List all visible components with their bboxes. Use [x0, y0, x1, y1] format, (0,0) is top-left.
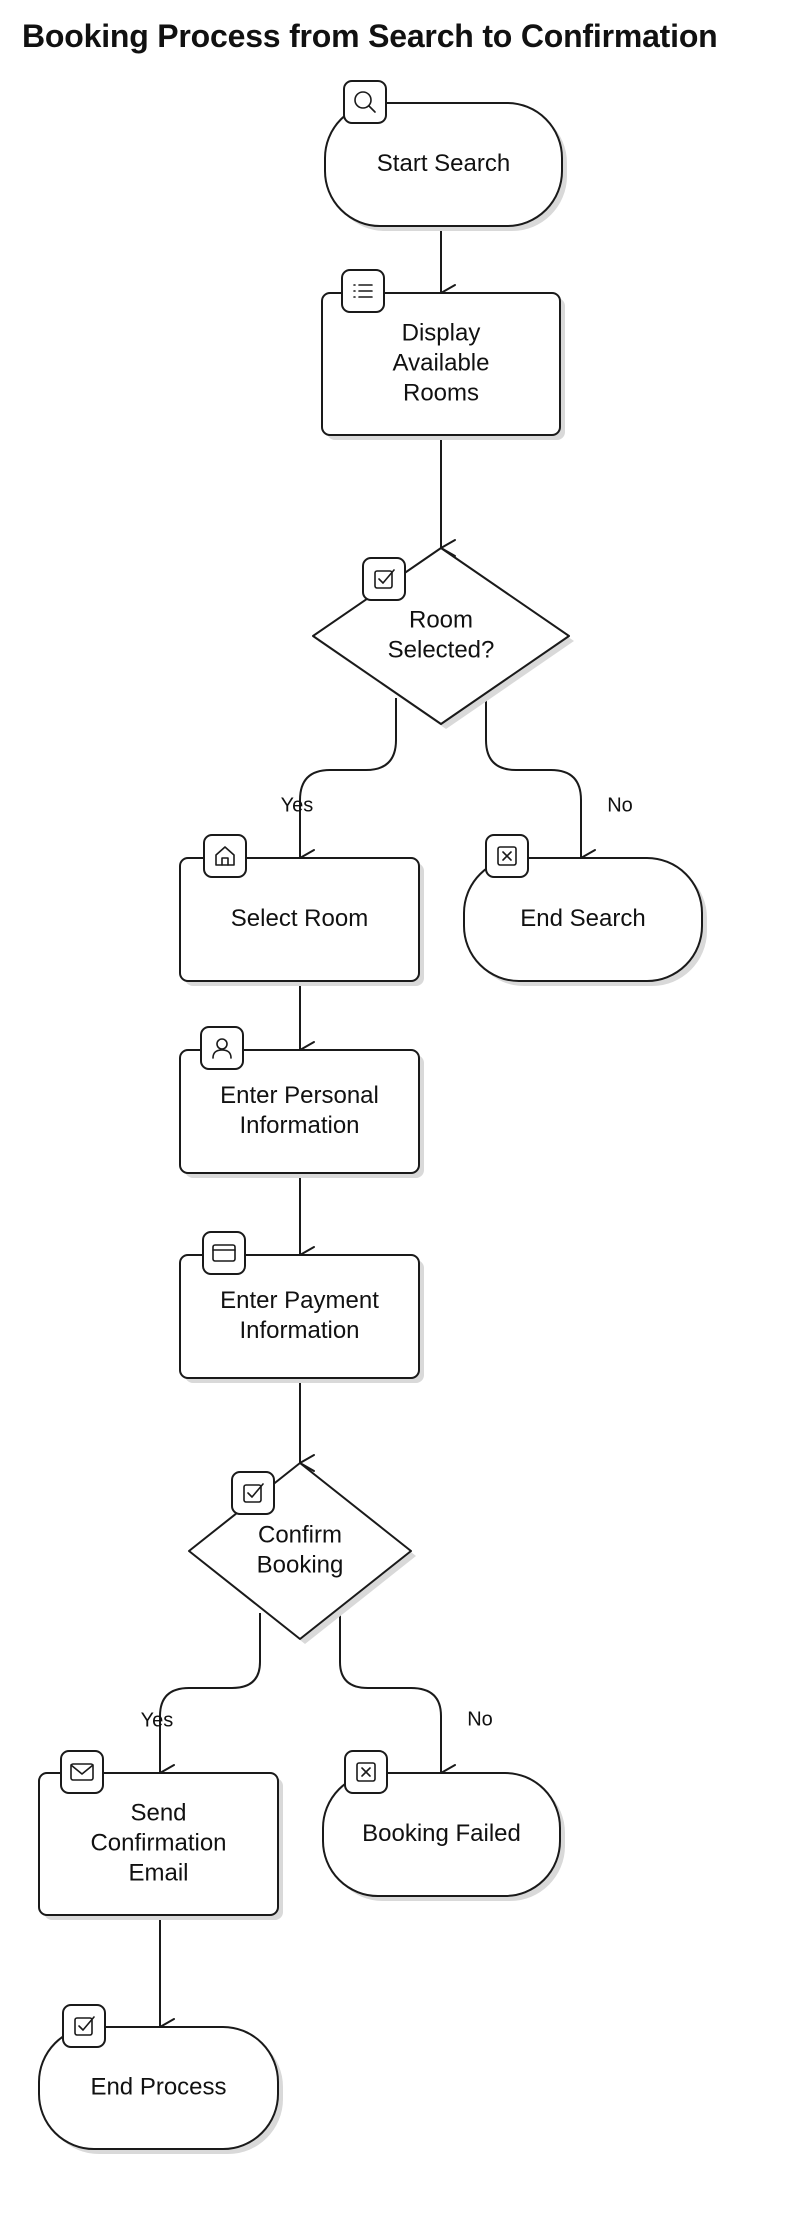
terminal-shape [324, 102, 563, 227]
edge-confirm-booking-to-booking-failed [339, 1613, 456, 1782]
checkbox-icon [362, 557, 406, 601]
user-icon [200, 1026, 244, 1070]
node-start-search: Start Search [324, 80, 567, 231]
edge-room-selected-to-select-room [299, 698, 397, 867]
checkbox-icon [62, 2004, 106, 2048]
edge-label-no: No [467, 1708, 493, 1730]
node-label-start-search: Start Search [377, 150, 510, 177]
node-end-search: End Search [463, 834, 707, 986]
edge-label-yes: Yes [281, 794, 314, 816]
list-icon [341, 269, 385, 313]
edge-layer [159, 226, 596, 2036]
process-shape [321, 292, 561, 436]
terminal-shape [463, 857, 703, 982]
diagram-title: Booking Process from Search to Confirmat… [22, 18, 718, 54]
node-label-end-search: End Search [520, 905, 645, 932]
node-select-room: Select Room [179, 834, 424, 986]
terminal-shape [38, 2026, 279, 2150]
close-box-icon [485, 834, 529, 878]
process-shape [179, 1049, 420, 1174]
edge-confirm-booking-to-send-email [159, 1613, 261, 1782]
home-icon [203, 834, 247, 878]
edge-label-no: No [607, 794, 633, 816]
credit-card-icon [202, 1231, 246, 1275]
search-icon [343, 80, 387, 124]
node-label-select-room: Select Room [231, 905, 368, 932]
node-end-process: End Process [38, 2004, 283, 2154]
process-shape [179, 857, 420, 982]
checkbox-icon [231, 1471, 275, 1515]
node-label-end-process: End Process [90, 2073, 226, 2100]
edge-room-selected-to-end-search [485, 698, 596, 867]
edge-label-yes: Yes [141, 1709, 174, 1731]
process-shape [38, 1772, 279, 1916]
process-shape [179, 1254, 420, 1379]
node-booking-failed: Booking Failed [322, 1750, 565, 1901]
mail-icon [60, 1750, 104, 1794]
node-label-booking-failed: Booking Failed [362, 1820, 521, 1847]
terminal-shape [322, 1772, 561, 1897]
close-box-icon [344, 1750, 388, 1794]
